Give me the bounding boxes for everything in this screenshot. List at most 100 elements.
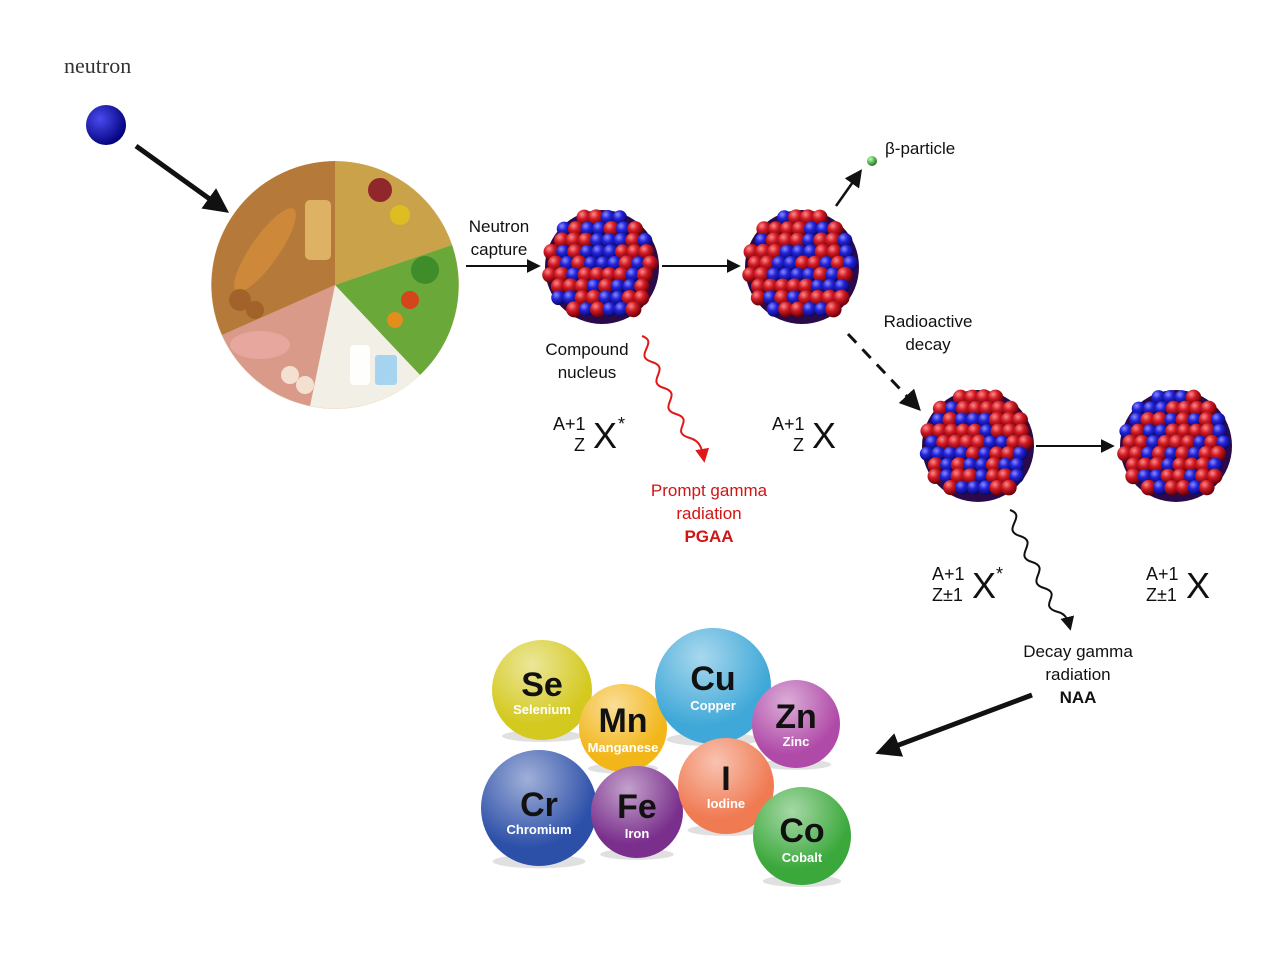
nucleon-neutron [1216, 435, 1231, 450]
nucleon-neutron [977, 412, 993, 428]
nucleon-neutron [601, 232, 617, 248]
nucleon-proton [1199, 479, 1215, 496]
nucleon-proton [1140, 411, 1157, 428]
nucleon-neutron [622, 279, 638, 294]
element-symbol: Mn [598, 702, 647, 740]
element-ball-highlight [579, 684, 667, 772]
nucleon-neutron [610, 290, 626, 306]
nucleon-neutron [1151, 390, 1166, 405]
nuclide-3-charge: Z±1 [932, 585, 963, 605]
nucleon-proton [795, 255, 811, 272]
nucleon-neutron [963, 457, 978, 473]
nucleon-proton [947, 434, 964, 451]
nucleon-proton [627, 221, 643, 237]
nucleon-neutron [763, 290, 778, 306]
nucleon-neutron [591, 244, 607, 260]
nuclide-compound-excited: A+1 Z X * [553, 414, 633, 464]
nucleon-neutron [1140, 446, 1156, 462]
nucleon-proton [1000, 412, 1017, 428]
element-ball-highlight [481, 750, 597, 866]
decay-gamma-label: Decay gamma radiation NAA [1008, 640, 1148, 709]
nucleon-proton [950, 457, 967, 473]
nucleon-proton [1137, 457, 1153, 473]
element-symbol: Cu [690, 660, 735, 698]
radioactive-decay-arrow [846, 332, 921, 412]
nucleon-neutron [556, 244, 571, 260]
nucleon-proton [1210, 445, 1226, 462]
nucleon-proton [927, 468, 943, 484]
decay-gamma-wave [1009, 509, 1075, 631]
pgaa-label: PGAA [684, 527, 734, 546]
decay-gamma-line-2: radiation [1045, 665, 1111, 684]
nuclide-4-charge: Z±1 [1146, 585, 1177, 605]
nucleon-neutron [578, 302, 594, 317]
radioactive-decay-label: Radioactive decay [868, 310, 988, 356]
nuclide-decay-final: A+1 Z±1 X [1146, 564, 1226, 614]
nucleon-neutron [598, 290, 614, 306]
nucleon-neutron [766, 301, 782, 317]
nucleon-proton [550, 278, 567, 295]
element-name: Copper [690, 698, 736, 713]
nucleon-neutron [995, 435, 1010, 450]
radioactive-decay-line-1: Radioactive [883, 312, 973, 331]
element-ball-highlight [591, 766, 683, 858]
nuclide-product: A+1 Z X [772, 414, 852, 464]
nuclide-1-charge: Z [574, 435, 585, 455]
nuclide-1-excited-mark: * [618, 414, 626, 434]
nucleon-proton [625, 301, 642, 318]
nucleon-neutron [834, 278, 850, 294]
nucleon-neutron [837, 232, 853, 248]
nucleon-proton [1017, 434, 1034, 451]
element-symbol: Fe [617, 788, 657, 826]
element-name: Cobalt [782, 850, 823, 865]
nucleon-proton [814, 243, 831, 260]
nucleon-proton [1125, 468, 1142, 485]
neutron-label: neutron [64, 53, 132, 78]
nucleon-proton [777, 232, 794, 249]
nucleon-proton [989, 479, 1005, 496]
nucleon-proton [756, 221, 772, 237]
nucleon-proton [589, 266, 606, 283]
element-name: Selenium [513, 702, 571, 717]
nucleon-proton [959, 434, 976, 451]
nucleon-proton [750, 290, 767, 306]
nucleon-neutron [1131, 401, 1146, 416]
nucleon-proton [574, 290, 590, 306]
nucleon-proton [813, 266, 830, 283]
nucleon-neutron [1207, 457, 1223, 473]
nucleon-neutron [1187, 412, 1203, 427]
neutron-capture-label: Neutron capture [452, 215, 546, 261]
element-symbol: Se [521, 666, 563, 704]
nucleon-neutron [754, 233, 770, 248]
nucleon-proton [767, 243, 784, 260]
element-symbol: Zn [775, 698, 817, 736]
nucleon-neutron [603, 244, 619, 260]
neutron-capture-line-1: Neutron [468, 217, 530, 236]
nucleon-proton [1001, 479, 1017, 496]
nucleon-neutron [556, 221, 572, 237]
nucleon-neutron [819, 256, 834, 271]
food-plate-image [211, 161, 459, 409]
nucleon-neutron [1164, 412, 1179, 428]
nucleon-proton [542, 267, 558, 283]
nucleon-neutron [607, 255, 623, 271]
nucleon-proton [936, 434, 952, 451]
nucleon-proton [553, 232, 570, 249]
nuclide-1-mass: A+1 [553, 414, 586, 434]
element-symbol: Co [779, 812, 824, 850]
nucleon-neutron [1187, 480, 1203, 495]
neutron-particle [86, 105, 126, 145]
nucleon-neutron [839, 244, 854, 259]
nucleon-neutron [983, 435, 998, 450]
nucleon-proton [825, 301, 842, 318]
nuclide-2-charge: Z [793, 435, 804, 455]
nucleon-neutron [939, 469, 955, 484]
nucleon-neutron [786, 290, 802, 306]
nuclide-decay-excited: A+1 Z±1 X * [932, 564, 1012, 614]
